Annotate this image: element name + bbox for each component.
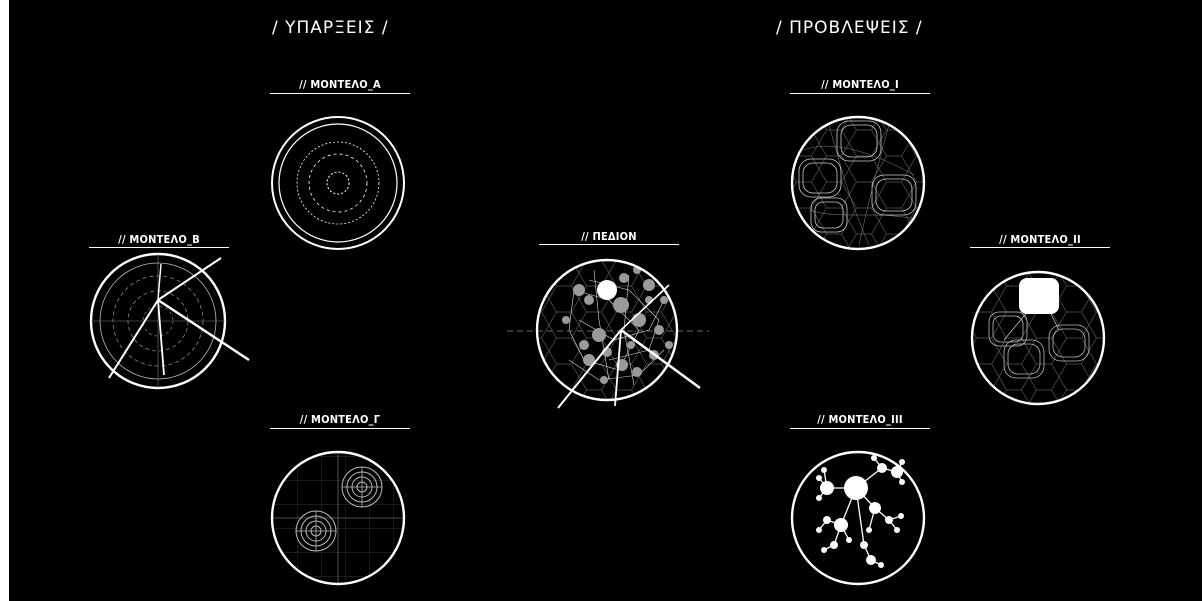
model-i-diagram — [792, 117, 924, 249]
model-a-diagram — [272, 117, 404, 249]
model-b-diagram — [91, 254, 249, 388]
field-diagram — [507, 260, 709, 408]
diagram-canvas: / ΥΠΑΡΞΕΙΣ / / ΠΡΟΒΛΕΨΕΙΣ / // ΜΟΝΤΕΛΟ_Α… — [9, 0, 1202, 601]
diagram-graphics — [9, 0, 1202, 601]
model-iii-diagram — [792, 452, 924, 584]
target-lower-icon — [296, 511, 336, 551]
target-upper-icon — [342, 467, 382, 507]
model-g-diagram — [272, 452, 404, 584]
model-ii-diagram — [972, 272, 1104, 404]
